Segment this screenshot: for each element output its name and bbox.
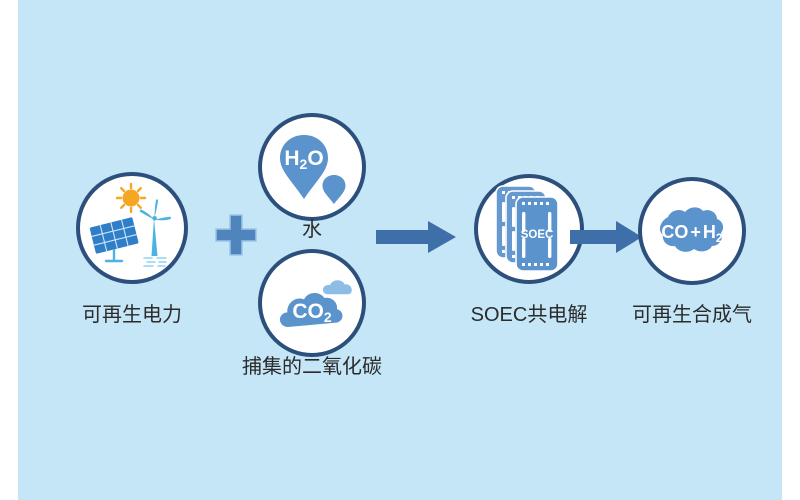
arrow-right-icon-2: [570, 221, 642, 253]
captured-co2-label: 捕集的二氧化碳: [242, 356, 382, 378]
diagram-background: 可再生电力 H2O 水 CO2: [18, 0, 782, 500]
water-label: 水: [302, 219, 322, 241]
arrow-right-icon: [376, 221, 456, 253]
water-circle: [258, 113, 366, 221]
captured-co2-circle: [258, 249, 366, 357]
arrow-to-syngas: [568, 218, 646, 256]
soec-label: SOEC共电解: [470, 304, 588, 326]
renewable-power-label: 可再生电力: [82, 304, 182, 326]
node-syngas[interactable]: CO+H2: [638, 177, 746, 285]
co2-cloud-icon: CO2: [279, 280, 352, 327]
water-droplet-icon: H2O: [280, 135, 346, 204]
soec-stack-icon: SOEC: [495, 185, 559, 272]
sun-icon: [115, 182, 147, 214]
syngas-icon-text: CO+H2: [661, 222, 723, 245]
node-soec[interactable]: SOEC: [474, 174, 584, 284]
plus-icon: [215, 214, 257, 256]
soec-icon-text: SOEC: [521, 229, 554, 241]
node-renewable-power[interactable]: [76, 172, 188, 284]
node-water[interactable]: H2O: [258, 113, 366, 221]
arrow-to-soec: [374, 218, 460, 256]
plus-sign: [208, 207, 264, 263]
solar-panel-icon: [89, 217, 139, 263]
syngas-cloud-icon: CO+H2: [660, 207, 724, 252]
node-captured-co2[interactable]: CO2: [258, 249, 366, 357]
syngas-label: 可再生合成气: [632, 304, 752, 326]
wind-turbine-icon: [139, 199, 172, 267]
solar-wind-icon: [89, 182, 172, 267]
